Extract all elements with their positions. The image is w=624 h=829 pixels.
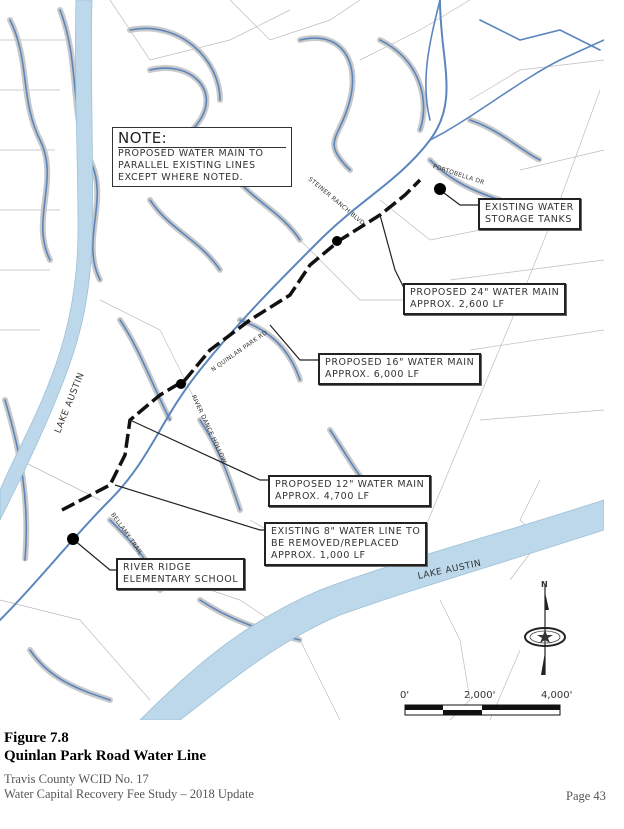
scale-label-2000: 2,000' <box>464 690 496 701</box>
map-note: NOTE: PROPOSED WATER MAIN TO PARALLEL EX… <box>112 127 292 187</box>
footer-report: Water Capital Recovery Fee Study – 2018 … <box>4 787 254 801</box>
scale-label-4000: 4,000' <box>541 690 573 701</box>
subdivision-streets <box>0 0 604 703</box>
figure-number: Figure 7.8 <box>4 730 69 746</box>
callout-line: EXISTING 8" WATER LINE TO <box>271 526 421 537</box>
callout-line: STORAGE TANKS <box>485 214 572 225</box>
callout-8-inch-line: EXISTING 8" WATER LINE TO BE REMOVED/REP… <box>264 522 428 566</box>
callout-line: PROPOSED 16" WATER MAIN <box>325 357 475 368</box>
note-heading: NOTE: <box>118 130 286 148</box>
callout-line: EXISTING WATER <box>485 202 574 213</box>
scale-bar <box>404 704 561 716</box>
valve-marker-1 <box>332 236 342 246</box>
proposed-water-main <box>61 178 422 512</box>
note-line: PARALLEL EXISTING LINES <box>118 160 256 171</box>
callout-line: ELEMENTARY SCHOOL <box>123 574 239 585</box>
footer-org: Travis County WCID No. 17 <box>4 772 149 786</box>
callout-line: APPROX. 6,000 LF <box>325 369 420 380</box>
lake-austin-west <box>0 0 93 521</box>
page-number: Page 43 <box>566 789 606 803</box>
callout-line: APPROX. 1,000 LF <box>271 550 366 561</box>
callout-line: PROPOSED 24" WATER MAIN <box>410 287 560 298</box>
callout-12-inch-main: PROPOSED 12" WATER MAIN APPROX. 4,700 LF <box>268 475 432 507</box>
north-label: N <box>541 580 548 589</box>
map-canvas <box>0 0 604 720</box>
callout-line: RIVER RIDGE <box>123 562 192 573</box>
figure-title: Quinlan Park Road Water Line <box>4 748 206 764</box>
scale-label-0: 0' <box>400 690 410 701</box>
storage-tanks-marker <box>434 183 446 195</box>
callout-24-inch-main: PROPOSED 24" WATER MAIN APPROX. 2,600 LF <box>403 283 567 315</box>
note-line: PROPOSED WATER MAIN TO <box>118 148 264 159</box>
callout-16-inch-main: PROPOSED 16" WATER MAIN APPROX. 6,000 LF <box>318 353 482 385</box>
school-marker <box>67 533 79 545</box>
callout-line: APPROX. 2,600 LF <box>410 299 505 310</box>
callout-storage-tanks: EXISTING WATER STORAGE TANKS <box>478 198 581 230</box>
callout-school: RIVER RIDGE ELEMENTARY SCHOOL <box>116 558 246 590</box>
callout-line: APPROX. 4,700 LF <box>275 491 370 502</box>
note-line: EXCEPT WHERE NOTED. <box>118 172 244 183</box>
valve-marker-2 <box>176 379 186 389</box>
callout-line: PROPOSED 12" WATER MAIN <box>275 479 425 490</box>
north-arrow-icon <box>524 585 566 675</box>
lake-austin-south <box>139 499 604 720</box>
callout-line: BE REMOVED/REPLACED <box>271 538 400 549</box>
